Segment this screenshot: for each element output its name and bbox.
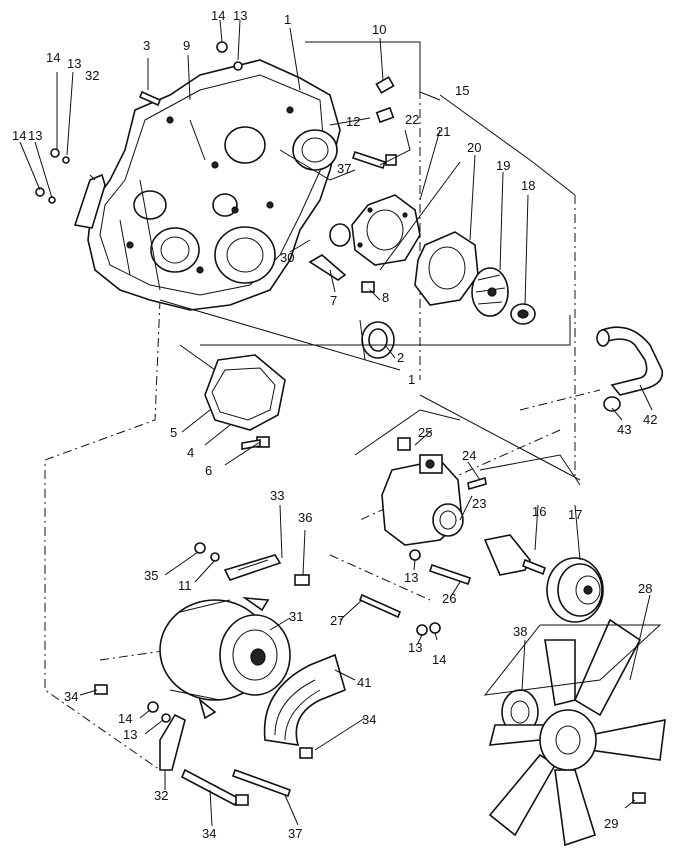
bypass-hose bbox=[596, 326, 664, 412]
water-pump-pulley bbox=[546, 557, 604, 623]
bearing-shaft bbox=[483, 534, 546, 576]
callout-9: 9 bbox=[183, 38, 190, 53]
callout-13: 13 bbox=[408, 640, 422, 655]
callout-6: 6 bbox=[205, 463, 212, 478]
callout-5: 5 bbox=[170, 425, 177, 440]
callout-11: 11 bbox=[178, 578, 192, 593]
callout-19: 19 bbox=[496, 158, 510, 173]
callout-13: 13 bbox=[123, 727, 137, 742]
callout-32: 32 bbox=[85, 68, 99, 83]
callout-8: 8 bbox=[382, 290, 389, 305]
callout-39: 38 bbox=[513, 624, 527, 639]
callout-42: 42 bbox=[643, 412, 657, 427]
callout-18: 18 bbox=[521, 178, 535, 193]
callout-4: 4 bbox=[187, 445, 194, 460]
callout-12: 12 bbox=[346, 114, 360, 129]
alternator bbox=[159, 596, 291, 720]
callout-21: 21 bbox=[436, 124, 450, 139]
callout-26: 26 bbox=[442, 591, 456, 606]
callout-23: 23 bbox=[472, 496, 486, 511]
callout-34: 34 bbox=[202, 826, 216, 841]
adjusting-strap bbox=[194, 542, 310, 586]
callout-25: 25 bbox=[418, 425, 432, 440]
callout-29: 29 bbox=[604, 816, 618, 831]
callout-35: 34 bbox=[64, 689, 78, 704]
bracket-upper bbox=[73, 173, 106, 229]
callout-1: 1 bbox=[408, 372, 415, 387]
cooling-fan bbox=[488, 618, 666, 847]
callout-13: 13 bbox=[67, 56, 81, 71]
callout-24: 24 bbox=[462, 448, 476, 463]
callout-14: 14 bbox=[432, 652, 446, 667]
impeller bbox=[471, 267, 509, 317]
callout-41: 41 bbox=[357, 675, 371, 690]
callout-33: 33 bbox=[270, 488, 284, 503]
bracket bbox=[308, 254, 347, 281]
leader-lines bbox=[19, 19, 662, 827]
callout-14: 14 bbox=[46, 50, 60, 65]
callout-13: 13 bbox=[28, 128, 42, 143]
bolts-upper bbox=[35, 41, 397, 293]
callout-16: 16 bbox=[532, 504, 546, 519]
callout-32: 32 bbox=[154, 788, 168, 803]
cover-plate bbox=[204, 354, 286, 450]
callout-14: 14 bbox=[118, 711, 132, 726]
water-pump-body bbox=[381, 437, 487, 561]
timing-gear-cover bbox=[87, 59, 341, 311]
callout-labels: 14 13 1 10 3 9 14 13 32 15 12 22 21 14 1… bbox=[12, 8, 657, 841]
callout-20: 20 bbox=[467, 140, 481, 155]
water-pump-gasket bbox=[414, 231, 479, 306]
callout-36: 35 bbox=[144, 568, 158, 583]
callout-43: 43 bbox=[617, 422, 631, 437]
callout-37: 36 bbox=[298, 510, 312, 525]
callout-13: 13 bbox=[233, 8, 247, 23]
oil-seal bbox=[359, 319, 395, 361]
o-ring bbox=[329, 223, 351, 247]
callout-15: 15 bbox=[455, 83, 469, 98]
callout-2: 2 bbox=[397, 350, 404, 365]
callout-22: 22 bbox=[405, 112, 419, 127]
pump-seal bbox=[510, 303, 536, 325]
callout-14: 14 bbox=[12, 128, 26, 143]
callout-1: 1 bbox=[284, 12, 291, 27]
callout-17: 17 bbox=[568, 507, 582, 522]
callout-28: 28 bbox=[638, 581, 652, 596]
water-pump-gasket-plate bbox=[351, 194, 421, 266]
callout-13: 13 bbox=[404, 570, 418, 585]
studs bbox=[358, 563, 472, 636]
callout-35: 34 bbox=[362, 712, 376, 727]
callout-38: 37 bbox=[337, 161, 351, 176]
lower-bracket-and-bolts bbox=[94, 684, 292, 807]
callout-31: 31 bbox=[289, 609, 303, 624]
callout-3: 3 bbox=[143, 38, 150, 53]
callout-38: 37 bbox=[288, 826, 302, 841]
fan-guard bbox=[263, 653, 346, 759]
callout-14: 14 bbox=[211, 8, 225, 23]
callout-7: 7 bbox=[330, 293, 337, 308]
callout-10: 10 bbox=[372, 22, 386, 37]
callout-30: 30 bbox=[280, 250, 294, 265]
callout-27: 27 bbox=[330, 613, 344, 628]
